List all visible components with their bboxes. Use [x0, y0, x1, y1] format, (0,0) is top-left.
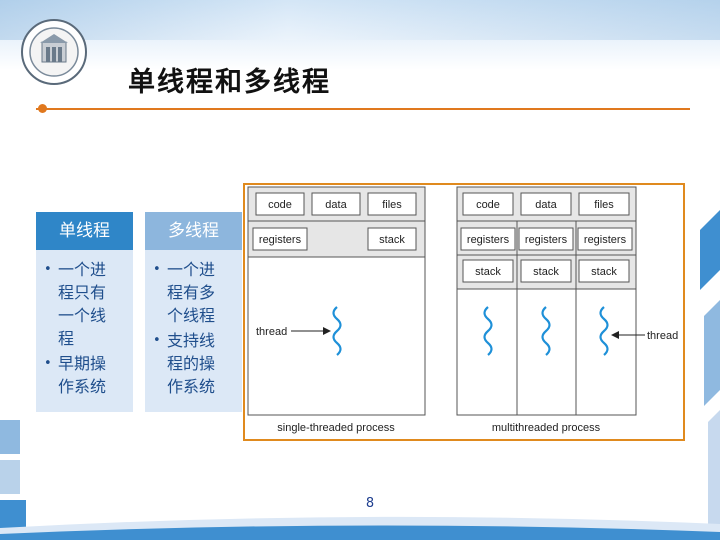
single-thread-header: 单线程	[36, 212, 133, 250]
multi-thread-list: 一个进 程有多 个线程 支持线 程的操 作系统	[145, 258, 242, 398]
decorative-right-bars	[700, 210, 720, 530]
multi-registers-label-1: registers	[467, 234, 510, 246]
single-thread-label: thread	[256, 326, 287, 338]
multi-thread-label: thread	[647, 330, 678, 342]
multi-files-label: files	[594, 199, 614, 211]
multi-thread-item-1: 一个进 程有多 个线程	[151, 258, 242, 327]
title-rule-dot	[38, 104, 47, 113]
header-band	[0, 0, 720, 70]
multi-process: code data files registers registers regi…	[456, 186, 678, 434]
single-thread-squiggle	[332, 306, 342, 356]
bottom-swoosh	[0, 516, 720, 540]
single-thread-column: 单线程 一个进 程只有 一个线 程 早期操 作系统	[36, 212, 133, 412]
university-logo	[21, 19, 87, 85]
multi-thread-column: 多线程 一个进 程有多 个线程 支持线 程的操 作系统	[145, 212, 242, 412]
single-caption: single-threaded process	[277, 422, 395, 434]
multi-thread-squiggle-1	[483, 306, 493, 356]
multi-stack-label-1: stack	[475, 266, 501, 278]
multi-stack-label-2: stack	[533, 266, 559, 278]
multi-caption: multithreaded process	[492, 422, 601, 434]
single-thread-item-1: 一个进 程只有 一个线 程	[42, 258, 133, 350]
multi-thread-squiggle-2	[541, 306, 551, 356]
thread-diagram: code data files registers stack thread s…	[243, 183, 685, 441]
single-stack-label: stack	[379, 234, 405, 246]
multi-thread-squiggle-3	[599, 306, 609, 356]
single-thread-item-2: 早期操 作系统	[42, 352, 133, 398]
single-process: code data files registers stack thread s…	[247, 186, 426, 434]
multi-registers-label-3: registers	[584, 234, 627, 246]
single-thread-list: 一个进 程只有 一个线 程 早期操 作系统	[36, 258, 133, 398]
single-files-label: files	[382, 199, 402, 211]
title-underline	[36, 108, 690, 110]
multi-data-label: data	[535, 199, 557, 211]
single-code-label: code	[268, 199, 292, 211]
multi-code-label: code	[476, 199, 500, 211]
multi-registers-label-2: registers	[525, 234, 568, 246]
multi-thread-header: 多线程	[145, 212, 242, 250]
single-registers-label: registers	[259, 234, 302, 246]
single-data-label: data	[325, 199, 347, 211]
page-title: 单线程和多线程	[128, 67, 331, 98]
multi-thread-item-2: 支持线 程的操 作系统	[151, 329, 242, 398]
page-number: 8	[365, 496, 375, 511]
multi-stack-label-3: stack	[591, 266, 617, 278]
